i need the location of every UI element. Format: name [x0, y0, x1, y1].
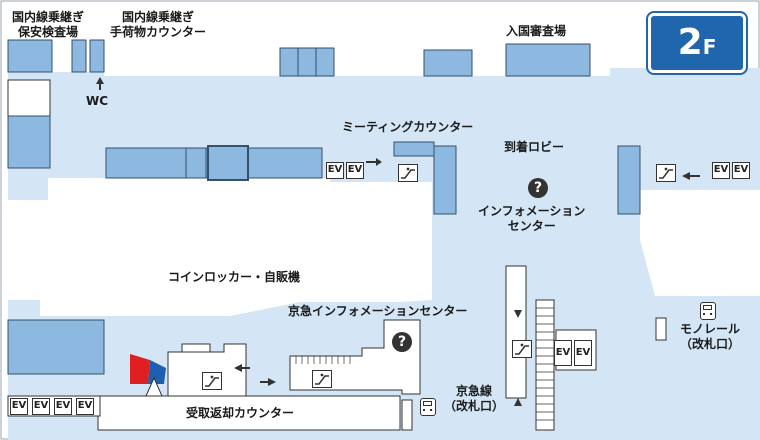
locker-area [167, 343, 247, 397]
wall-central [8, 178, 432, 316]
floor-badge: 2F [646, 11, 748, 75]
label-domestic-baggage: 国内線乗継ぎ 手荷物カウンター [110, 10, 207, 39]
elevator-icon: EV [574, 340, 592, 366]
label-keikyu-info: 京急インフォメーションセンター [288, 304, 468, 318]
elevator-icon: EV [712, 162, 730, 179]
elevator-icon: EV [346, 162, 364, 179]
label-arrival-lobby: 到着ロビー [504, 140, 565, 154]
label-baggage-return: 受取返却カウンター [186, 406, 295, 420]
floor-number: 2 [677, 22, 703, 63]
elevator-icon: EV [326, 162, 344, 179]
label-domestic-security: 国内線乗継ぎ 保安検査場 [12, 10, 85, 39]
label-info-center: インフォメーション センター [478, 204, 586, 233]
accent-blue [148, 360, 166, 384]
elevator-icon: EV [76, 398, 94, 415]
elevator-icon: EV [32, 398, 50, 415]
escalator-icon [656, 164, 676, 182]
info-icon: ? [528, 178, 548, 198]
elevator-icon: EV [732, 162, 750, 179]
label-meeting-counter: ミーティングカウンター [342, 120, 474, 134]
security-block [7, 39, 53, 73]
train-icon [700, 302, 716, 320]
accent-red [130, 354, 150, 384]
escalator-icon [512, 340, 532, 358]
elevator-icon: EV [10, 398, 28, 415]
escalator-icon [312, 370, 332, 388]
return-counter-area [97, 395, 401, 431]
label-lockers: コインロッカー・自販機 [168, 270, 301, 284]
escalator-icon [202, 372, 222, 390]
label-monorail: モノレール （改札口） [680, 322, 741, 351]
floor-suffix: F [702, 35, 717, 59]
label-keikyu: 京急線 （改札口） [444, 384, 505, 413]
wall-right [640, 190, 760, 296]
lower-left-block [7, 319, 105, 375]
label-wc: WC [86, 94, 109, 108]
train-icon [420, 398, 436, 416]
escalator-icon [398, 164, 418, 182]
elevator-icon: EV [554, 340, 572, 366]
arrow-icon [96, 77, 700, 406]
label-immigration: 入国審査場 [506, 24, 567, 38]
info-icon: ? [392, 332, 412, 352]
elevator-icon: EV [54, 398, 72, 415]
